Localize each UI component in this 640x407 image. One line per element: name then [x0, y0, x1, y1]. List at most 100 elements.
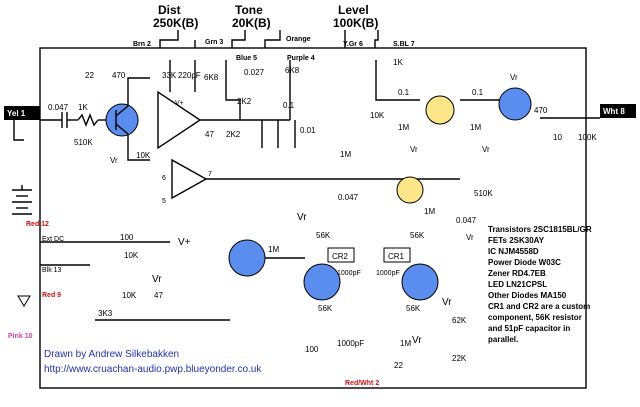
credit-url: http://www.cruachan-audio.pwp.blueyonder… — [44, 364, 262, 375]
label-pin5: 5 — [162, 198, 166, 205]
label-vr-f: Vr — [152, 274, 162, 285]
dist-pot-label: Dist — [158, 3, 181, 17]
label-r1k-in: 1K — [78, 103, 88, 112]
fet-1 — [425, 95, 455, 125]
wire-red9: Red 9 — [42, 292, 61, 299]
label-r1k-level: 1K — [393, 58, 403, 67]
label-r100k-out: 100K — [578, 133, 597, 142]
label-r1m-c: 1M — [424, 207, 435, 216]
wire-brn2: Brn 2 — [133, 41, 151, 48]
wire-red12: Red 12 — [26, 221, 49, 228]
input-transistor — [105, 103, 139, 137]
note-9: and 51pF capacitor in — [488, 324, 570, 333]
wire-pink10: Pink 10 — [8, 333, 33, 340]
tone-pot-value: 20K(B) — [232, 16, 271, 30]
label-r10k-c: 10K — [124, 251, 139, 260]
note-2: IC NJM4558D — [488, 247, 539, 256]
wire-sbl7: S.BL 7 — [393, 41, 415, 48]
label-c1000p-a: 1000pF — [337, 270, 361, 277]
note-1: FETs 2SK30AY — [488, 236, 545, 245]
label-r2k2-b: 2K2 — [237, 97, 252, 106]
label-c22: 22 — [85, 71, 94, 80]
label-vr-a: Vr — [110, 156, 118, 165]
label-c47-b: 47 — [154, 291, 163, 300]
note-4: Zener RD4.7EB — [488, 269, 546, 278]
label-r1m-b: 1M — [470, 123, 481, 132]
label-c0047-c: 0.047 — [456, 216, 477, 225]
label-c1000p-b: 1000pF — [376, 270, 400, 277]
label-cr2: CR2 — [332, 252, 349, 261]
fet-2 — [396, 176, 424, 204]
label-r1m-d: 1M — [268, 245, 279, 254]
tone-pot-label: Tone — [235, 3, 263, 17]
label-r10k-b: 10K — [370, 111, 385, 120]
wire-purple4: Purple 4 — [287, 55, 315, 62]
tone-network — [225, 60, 296, 148]
label-c0047-b: 0.047 — [338, 193, 359, 202]
note-5: LED LN21CPSL — [488, 280, 547, 289]
output-transistor — [498, 87, 532, 121]
cr1-box — [383, 247, 411, 263]
label-vr-h: Vr — [442, 297, 452, 308]
note-7: CR1 and CR2 are a custom — [488, 302, 590, 311]
label-r6k8-b: 6K8 — [285, 66, 300, 75]
label-c100-b: 100 — [305, 345, 319, 354]
label-r62k: 62K — [452, 316, 467, 325]
level-pot-value: 100K(B) — [333, 16, 378, 30]
label-vr-e: Vr — [466, 233, 474, 242]
note-3: Power Diode W03C — [488, 258, 561, 267]
label-r6k8-a: 6K8 — [204, 73, 219, 82]
power-rail — [40, 241, 230, 321]
output-jack-label-box — [600, 104, 636, 118]
label-cr1: CR1 — [388, 252, 405, 261]
label-r10k-a: 10K — [136, 151, 151, 160]
label-r470-b: 470 — [534, 106, 548, 115]
output-path — [375, 60, 600, 119]
level-pot-label: Level — [338, 3, 369, 17]
label-r56k-c: 56K — [318, 304, 333, 313]
label-pin7: 7 — [208, 171, 212, 178]
buffer-transistor — [228, 239, 266, 277]
label-pin6: 6 — [162, 175, 166, 182]
battery — [12, 185, 32, 215]
label-r56k-b: 56K — [410, 231, 425, 240]
input-path — [40, 112, 108, 128]
label-r56k-a: 56K — [316, 231, 331, 240]
input-jack-label: Yel 1 — [7, 109, 26, 118]
wire-blue5: Blue 5 — [236, 55, 257, 62]
label-r510k-b: 510K — [474, 189, 493, 198]
label-c01-b: 0.1 — [398, 88, 410, 97]
opamp-1 — [157, 90, 202, 150]
label-r2k2-a: 2K2 — [226, 130, 241, 139]
label-c01-c: 0.1 — [472, 88, 484, 97]
label-vr-i: Vr — [412, 335, 422, 346]
label-c22-b: 22 — [394, 361, 403, 370]
label-r470: 470 — [112, 71, 126, 80]
label-c1000p-c: 1000pF — [337, 339, 364, 348]
label-r1m-fb: 1M — [340, 150, 351, 159]
label-r1m-e: 1M — [400, 339, 411, 348]
note-0: Transistors 2SC1815BL/GR — [488, 225, 592, 234]
output-jack-label: Wht 8 — [603, 107, 625, 116]
label-r510k: 510K — [74, 138, 93, 147]
transistor-left — [303, 263, 341, 301]
label-vr-c: Vr — [482, 145, 490, 154]
transistor-right — [401, 263, 439, 301]
parts-notes: Transistors 2SC1815BL/GR FETs 2SK30AY IC… — [488, 225, 592, 344]
wire-redwht2: Red/Wht 2 — [345, 380, 379, 387]
label-r22k: 22K — [452, 354, 467, 363]
label-r10k-d: 10K — [122, 291, 137, 300]
cr2-box — [327, 247, 355, 263]
label-c100: 100 — [120, 233, 134, 242]
note-8: component, 56K resistor — [488, 313, 582, 322]
wire-ygr6: Y.Gr 6 — [343, 41, 363, 48]
opamp-2 — [171, 158, 208, 200]
label-r1m-a: 1M — [398, 123, 409, 132]
label-r56k-d: 56K — [406, 304, 421, 313]
label-vr-b: Vr — [410, 145, 418, 154]
dist-pot-value: 250K(B) — [153, 16, 198, 30]
board-outline — [39, 47, 587, 389]
wire-blk13: Blk 13 — [42, 267, 62, 274]
